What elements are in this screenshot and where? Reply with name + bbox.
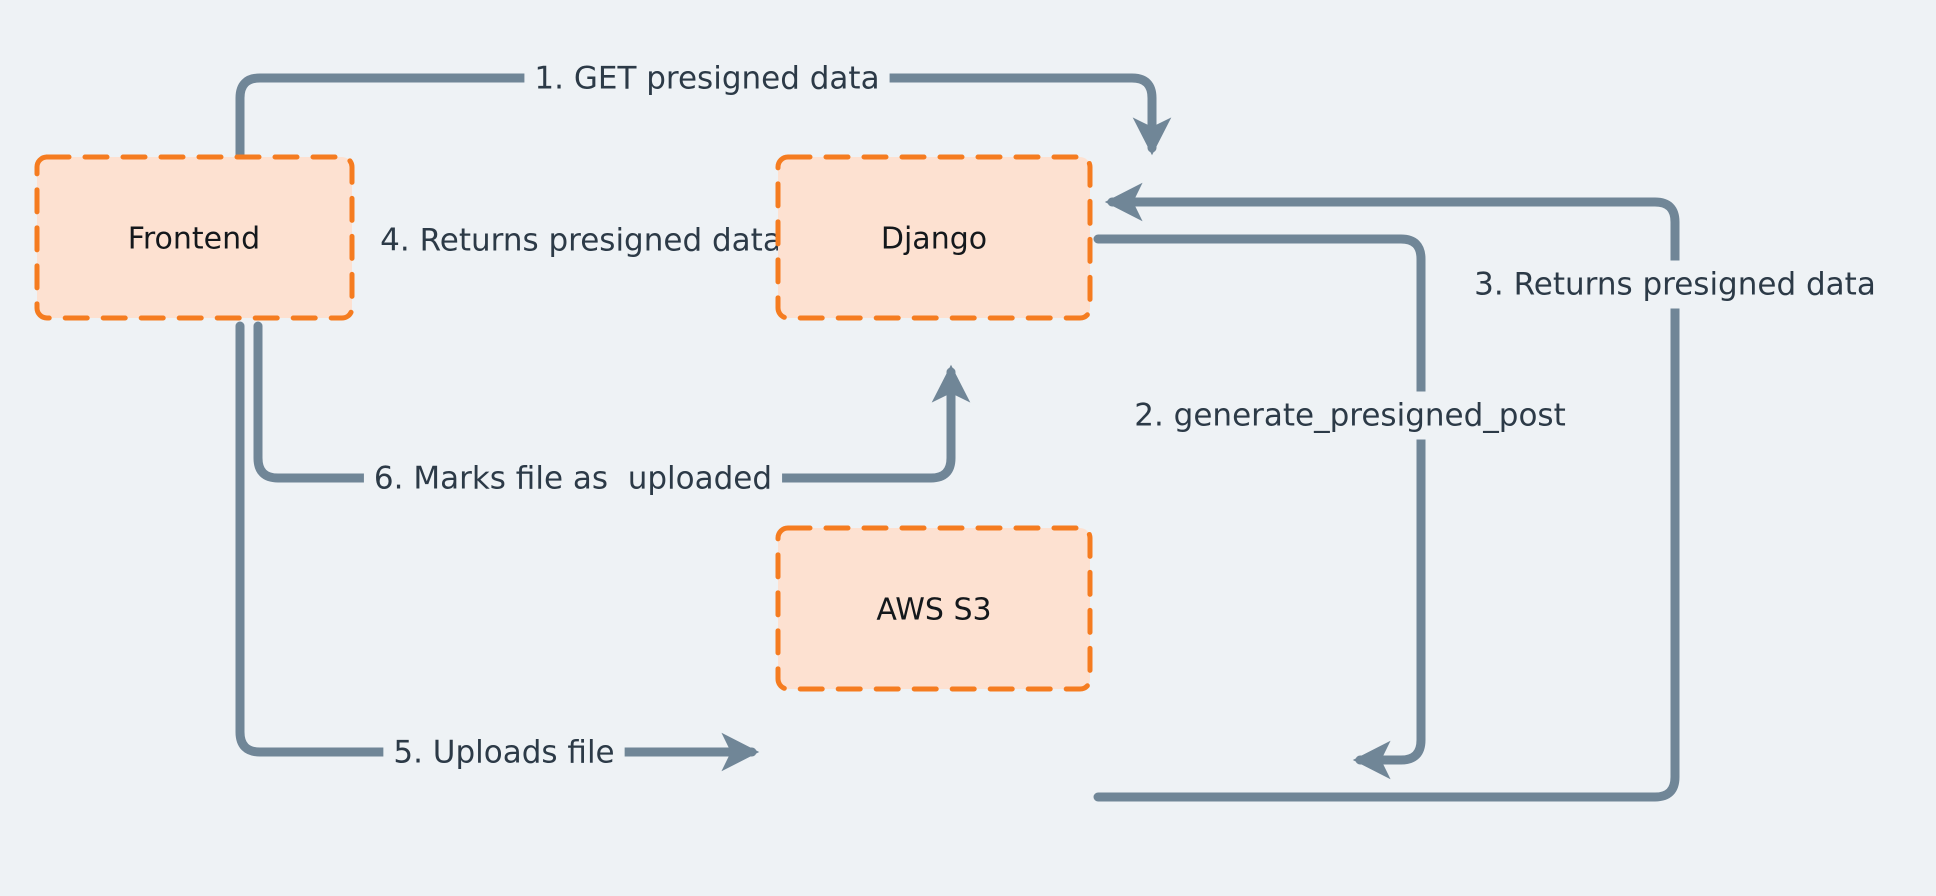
edge-2-generate-presigned-post: 2. generate_presigned_post — [1093, 234, 1576, 780]
node-frontend[interactable]: Frontend — [34, 154, 355, 321]
edge-4-label-backdrop — [370, 216, 792, 265]
node-aws-s3[interactable]: AWS S3 — [775, 525, 1093, 692]
edge-6-label-backdrop — [363, 454, 783, 503]
edge-6-label: 6. Marks file as uploaded — [374, 461, 772, 497]
edge-1-label-backdrop — [524, 54, 890, 103]
edge-3-line — [1093, 182, 1680, 802]
edge-2-label: 2. generate_presigned_post — [1134, 398, 1565, 434]
edge-6-marks-file-as-uploaded: 6. Marks file as uploaded — [253, 321, 971, 503]
edge-5-line — [235, 321, 760, 772]
edge-3-returns-presigned-data: 3. Returns presigned data — [1093, 182, 1886, 802]
node-frontend-box[interactable] — [34, 154, 355, 321]
edge-5-label-backdrop — [383, 728, 625, 777]
edge-5-uploads-file: 5. Uploads file — [235, 321, 760, 777]
node-django-label: Django — [881, 222, 987, 257]
node-django-box[interactable] — [775, 154, 1093, 321]
node-django[interactable]: Django — [775, 154, 1093, 321]
edge-1-label: 1. GET presigned data — [534, 61, 879, 97]
node-aws-s3-box[interactable] — [775, 525, 1093, 692]
edge-1-get-presigned-data: 1. GET presigned data — [235, 54, 1172, 195]
edge-5-label: 5. Uploads file — [393, 735, 614, 771]
edge-2-line — [1093, 234, 1426, 780]
node-frontend-label: Frontend — [128, 222, 260, 257]
edge-3-label-backdrop — [1464, 260, 1886, 309]
edge-4-label: 4. Returns presigned data — [380, 223, 782, 259]
node-aws-s3-label: AWS S3 — [876, 593, 991, 628]
edge-2-label-backdrop — [1124, 391, 1576, 440]
edge-4-returns-presigned-data: 4. Returns presigned data — [370, 216, 792, 265]
edge-3-label: 3. Returns presigned data — [1474, 267, 1876, 303]
